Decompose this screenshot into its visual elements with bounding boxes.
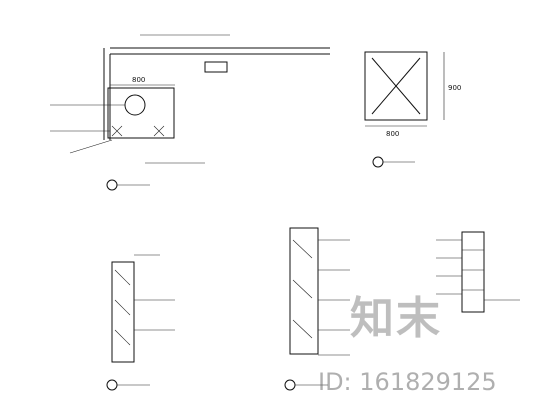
elevation-width-dimension: 800 — [386, 130, 399, 138]
hatch-mark — [114, 269, 131, 286]
hatch-mark — [114, 299, 131, 316]
panel-section — [461, 231, 485, 313]
elevation-height-dimension: 900 — [448, 84, 461, 92]
hatch-mark — [114, 329, 131, 346]
cabinet-outline — [107, 87, 175, 139]
plan-width-dimension: 800 — [132, 76, 145, 84]
leader-line — [69, 139, 113, 154]
hatch-mark — [292, 319, 313, 339]
section-detail-1 — [106, 254, 175, 391]
elevation-view: 800 900 — [364, 51, 461, 168]
basin-circle — [124, 94, 146, 116]
hatch-mark — [153, 125, 165, 137]
wall-section — [289, 227, 319, 355]
elevation-box — [364, 51, 428, 121]
section-detail-2 — [284, 227, 350, 391]
fixture-detail — [204, 61, 228, 73]
plan-view: 800 — [50, 34, 330, 191]
watermark-logo: 知末 — [350, 293, 442, 344]
hatch-mark — [292, 239, 313, 259]
title-bubble — [284, 379, 296, 391]
title-bubble — [106, 179, 118, 191]
x-mark — [371, 57, 421, 115]
hatch-mark — [111, 125, 123, 137]
wall-section — [111, 261, 135, 363]
watermark-id: ID: 161829125 — [318, 368, 497, 396]
section-detail-3 — [436, 231, 520, 313]
hatch-mark — [292, 279, 313, 299]
title-bubble — [372, 156, 384, 168]
title-bubble — [106, 379, 118, 391]
